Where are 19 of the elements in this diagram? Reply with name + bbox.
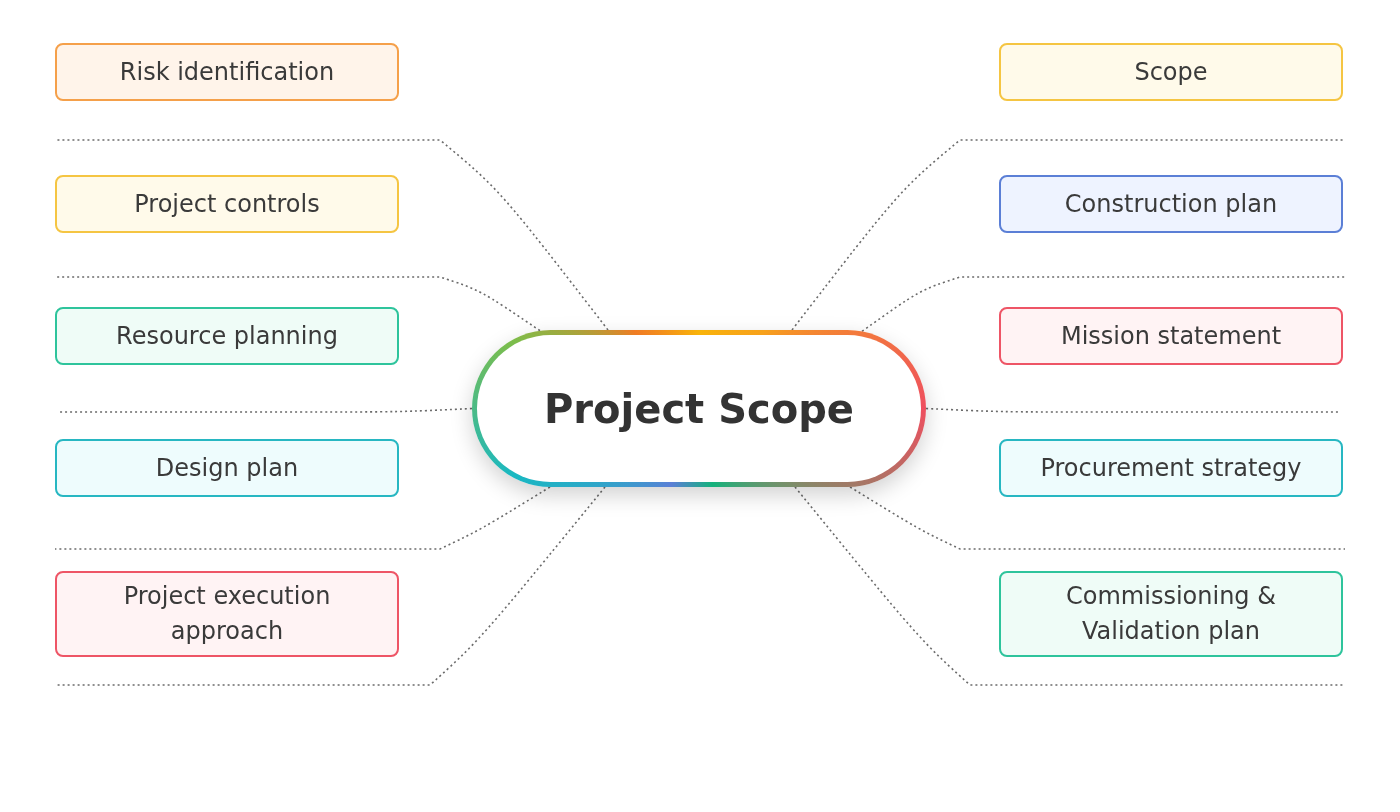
central-title: Project Scope [477, 335, 921, 482]
topic-box: Project execution approach [55, 571, 399, 657]
topic-box: Mission statement [999, 307, 1343, 365]
dotted-connector [925, 407, 1341, 413]
dotted-connector [54, 139, 609, 331]
topic-box: Risk identification [55, 43, 399, 101]
topic-box: Scope [999, 43, 1343, 101]
dotted-connector [54, 486, 551, 550]
topic-box: Construction plan [999, 175, 1343, 233]
topic-box: Project controls [55, 175, 399, 233]
dotted-connector [57, 407, 473, 413]
topic-box: Commissioning & Validation plan [999, 571, 1343, 657]
dotted-connector [849, 486, 1346, 550]
dotted-connector [861, 276, 1346, 333]
dotted-connector [791, 139, 1346, 331]
topic-box: Resource planning [55, 307, 399, 365]
topic-box: Design plan [55, 439, 399, 497]
topic-box: Procurement strategy [999, 439, 1343, 497]
dotted-connector [54, 276, 541, 332]
